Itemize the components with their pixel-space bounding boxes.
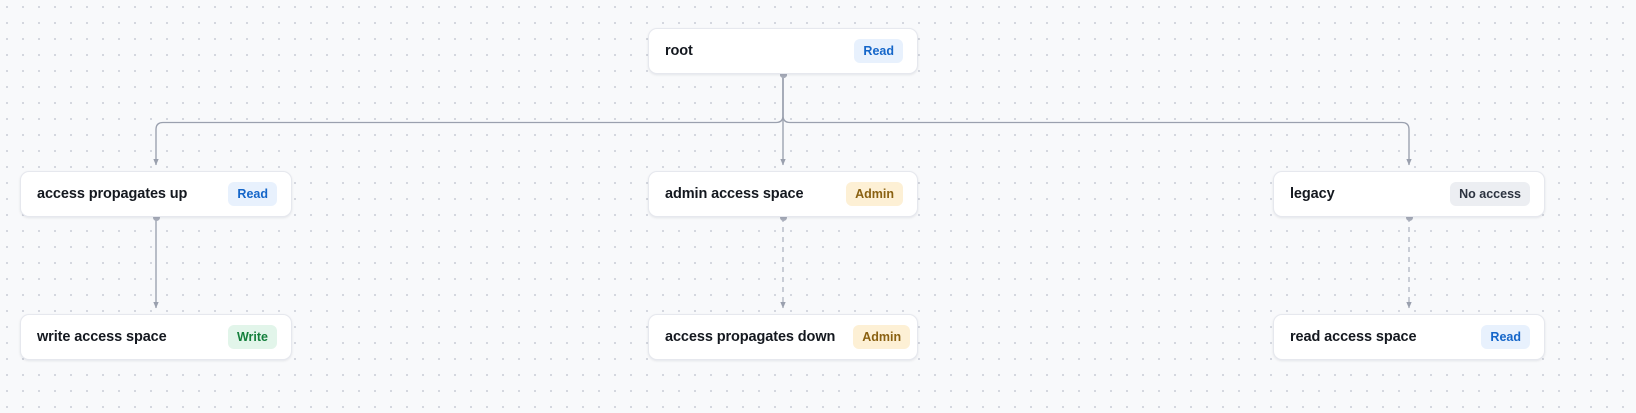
node-label: write access space	[37, 329, 167, 345]
permission-badge-noaccess: No access	[1450, 181, 1530, 207]
permission-badge-admin: Admin	[846, 181, 903, 207]
graph-node-legacy[interactable]: legacy No access	[1273, 171, 1545, 217]
permission-badge-read: Read	[228, 181, 277, 207]
graph-node-read-access-space[interactable]: read access space Read	[1273, 314, 1545, 360]
graph-node-admin-access-space[interactable]: admin access space Admin	[648, 171, 918, 217]
node-label: access propagates up	[37, 186, 188, 202]
graph-node-access-propagates-down[interactable]: access propagates down Admin	[648, 314, 918, 360]
graph-node-root[interactable]: root Read	[648, 28, 918, 74]
node-label: access propagates down	[665, 329, 836, 345]
permission-badge-read: Read	[854, 38, 903, 64]
permission-badge-admin: Admin	[853, 324, 911, 350]
graph-edge-root-to-access-propagates-up[interactable]	[153, 74, 784, 166]
graph-edge-root-to-legacy[interactable]	[782, 74, 1412, 166]
permission-badge-write: Write	[227, 324, 277, 350]
permission-badge-read: Read	[1481, 324, 1530, 350]
node-label: legacy	[1290, 186, 1335, 202]
node-label: admin access space	[665, 186, 804, 202]
node-label: read access space	[1290, 329, 1417, 345]
graph-node-access-propagates-up[interactable]: access propagates up Read	[20, 171, 292, 217]
node-label: root	[665, 43, 693, 59]
graph-node-write-access-space[interactable]: write access space Write	[20, 314, 292, 360]
